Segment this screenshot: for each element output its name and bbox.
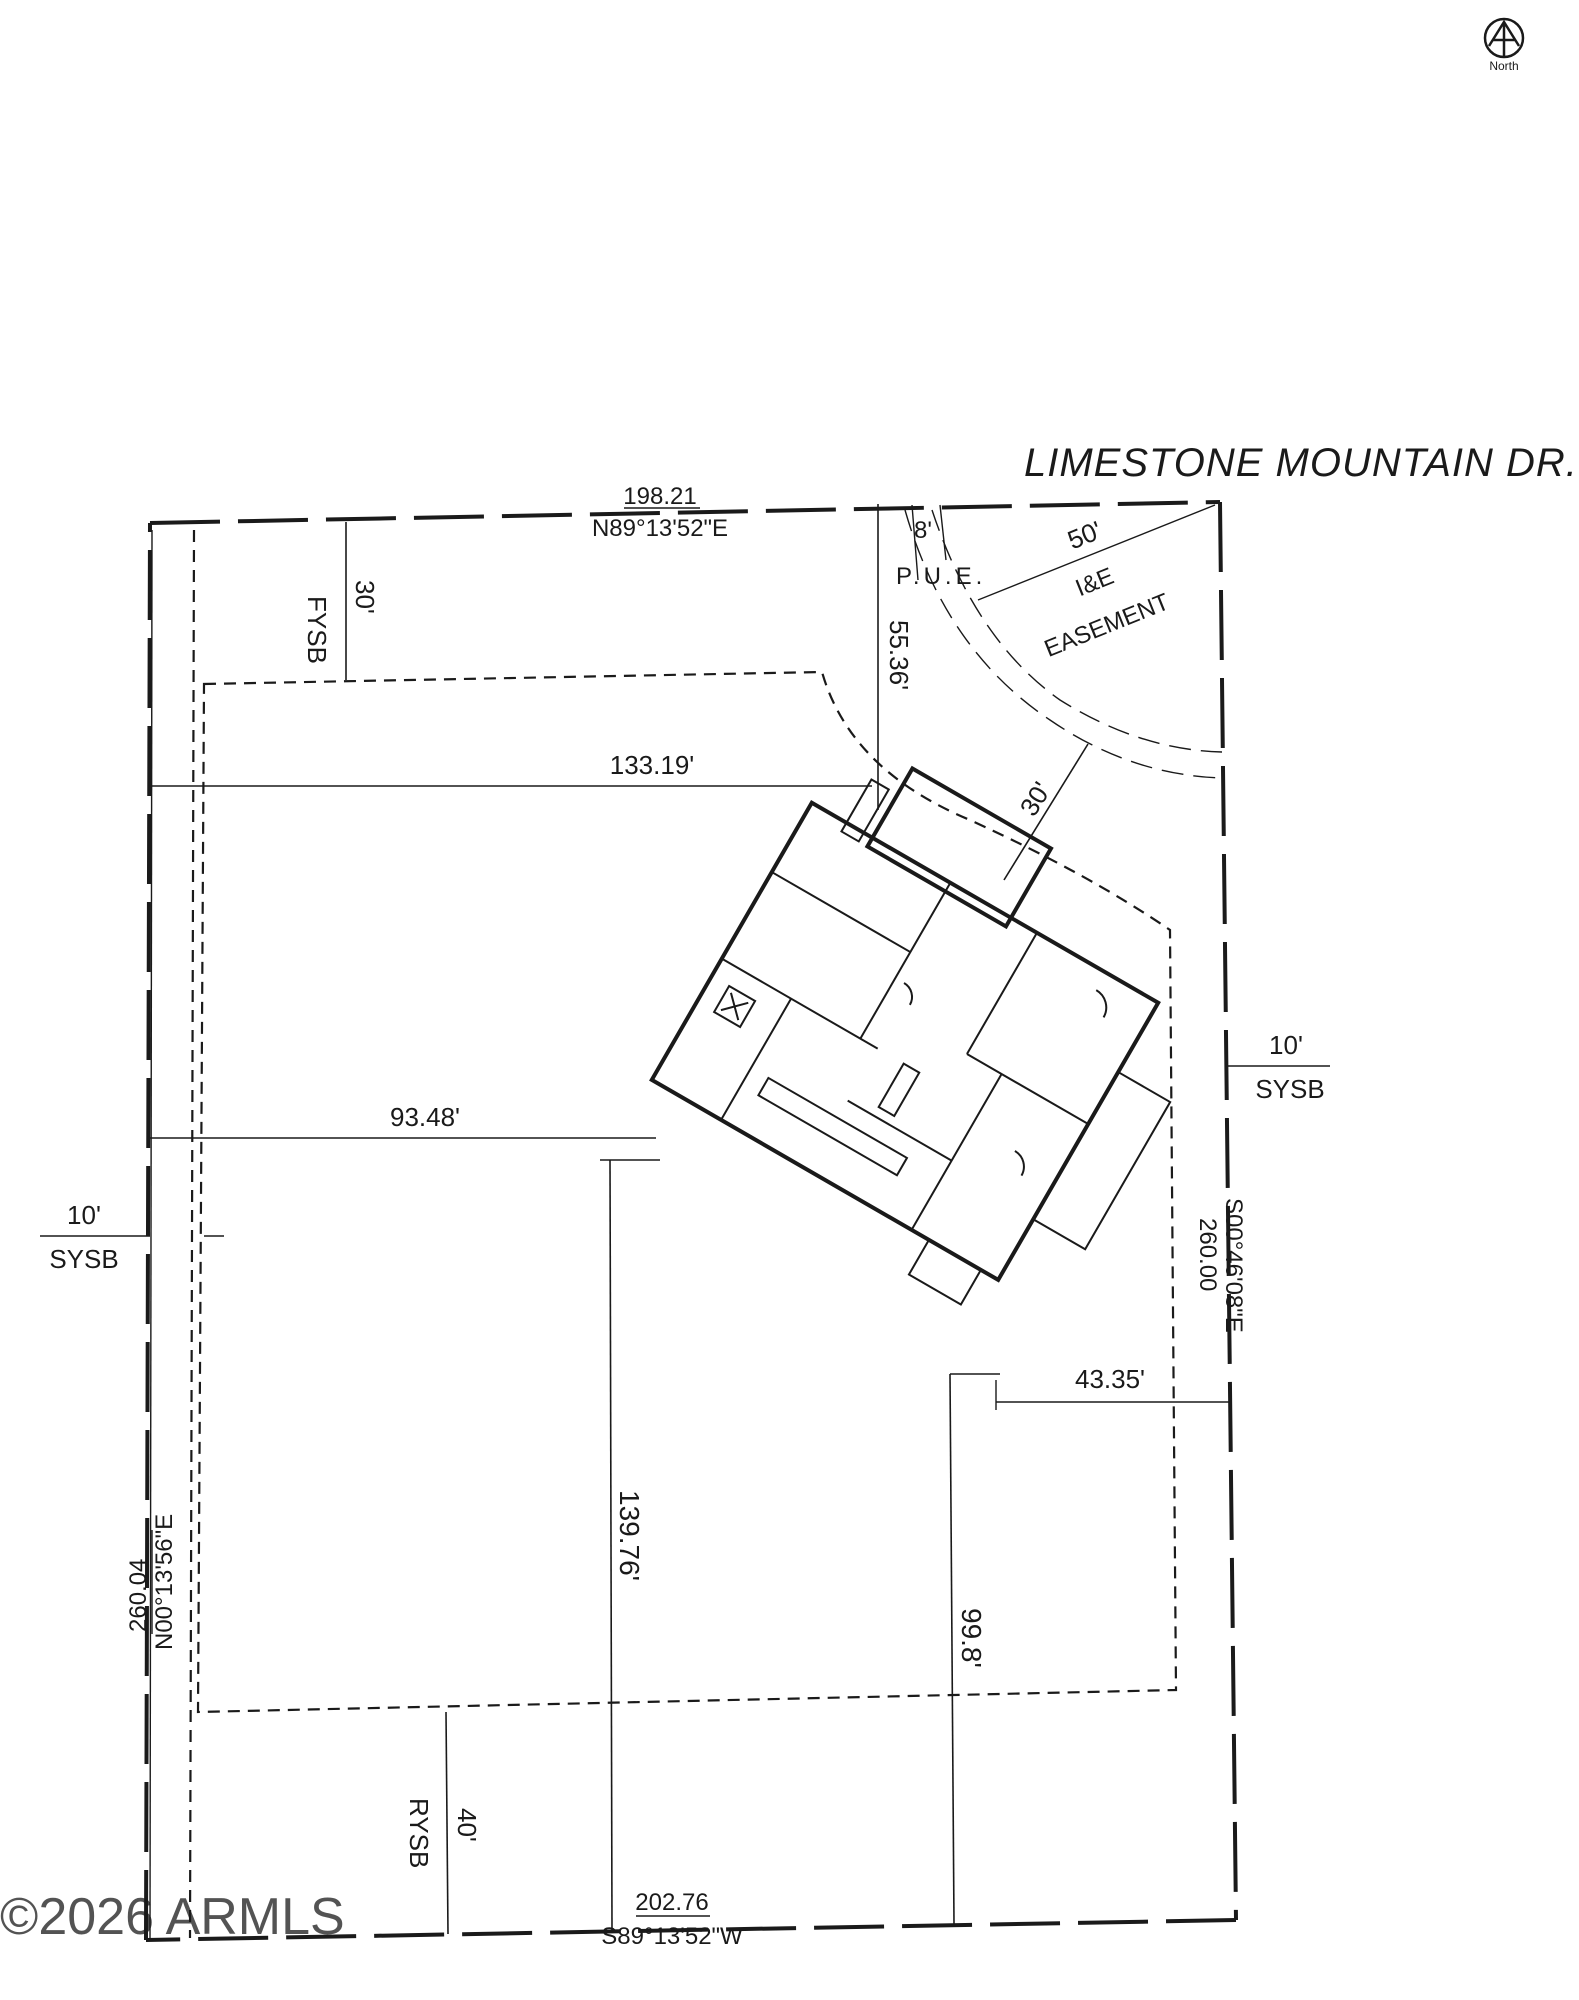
property-boundary xyxy=(144,500,1238,1942)
east-line-length: 260.00 xyxy=(1194,1218,1221,1291)
west-line-bearing: N00°13'56"E xyxy=(151,1514,178,1650)
d93-dim: 93.48' xyxy=(390,1102,460,1132)
east-line-bearing: S00°46'08"E xyxy=(1220,1198,1247,1333)
rear-setback-dim-line xyxy=(445,1711,449,1935)
d139-dim-line xyxy=(609,1159,613,1931)
arc-offset-dim: 30' xyxy=(1014,777,1057,822)
easement-arcs xyxy=(904,504,1223,779)
ie-radius: 50' xyxy=(1063,515,1106,556)
west-setback-distance: 10' xyxy=(67,1200,101,1230)
setback-envelope xyxy=(196,670,1178,1714)
d99-dim-line xyxy=(949,1373,955,1925)
west-side-setback-line xyxy=(149,529,224,1939)
front-setback-label: FYSB xyxy=(302,596,332,664)
street-name: LIMESTONE MOUNTAIN DR. xyxy=(1024,441,1578,485)
d55-dim: 55.36' xyxy=(884,620,914,690)
south-line-bearing: S89°13'52"W xyxy=(601,1923,743,1950)
house-footprint xyxy=(649,765,1172,1306)
east-setback-distance: 10' xyxy=(1269,1030,1303,1060)
d99-dim: 99.8' xyxy=(956,1608,987,1668)
arc-offset-dim-line xyxy=(1003,743,1089,881)
pue-label: P.U.E. xyxy=(896,563,986,590)
east-setback-label: SYSB xyxy=(1255,1074,1324,1104)
north-label: North xyxy=(1489,59,1518,73)
west-line-length: 260.04 xyxy=(125,1559,152,1632)
rear-setback-distance: 40' xyxy=(452,1808,482,1842)
d139-dim: 139.76' xyxy=(614,1490,645,1581)
west-setback-label: SYSB xyxy=(49,1244,118,1274)
north-arrow-icon xyxy=(1483,17,1525,59)
d43-dim: 43.35' xyxy=(1075,1364,1145,1394)
north-line-bearing: N89°13'52"E xyxy=(592,515,728,542)
ie-label-line2: EASEMENT xyxy=(1041,588,1174,663)
rear-setback-label: RYSB xyxy=(404,1798,434,1868)
front-setback-distance: 30' xyxy=(350,580,380,614)
watermark: ©2026 ARMLS xyxy=(0,1888,345,1946)
south-line-length: 202.76 xyxy=(635,1889,708,1916)
north-line-length: 198.21 xyxy=(623,483,696,510)
d133-dim: 133.19' xyxy=(610,750,695,780)
ie-label-line1: I&E xyxy=(1072,563,1118,603)
pue-width: 8' xyxy=(914,517,932,544)
